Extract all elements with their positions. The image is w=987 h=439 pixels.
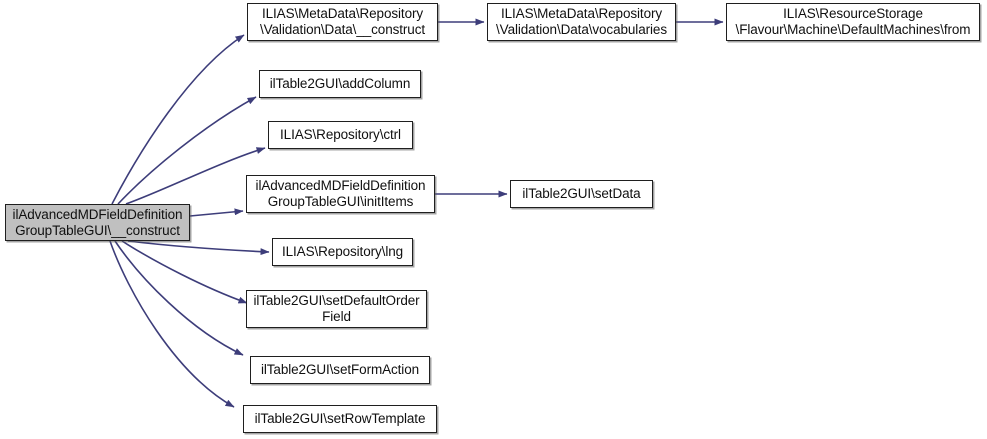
edge-root-to-set_default_order_field [121,240,248,304]
graph-node-label: ilTable2GUI\setRowTemplate [254,411,426,426]
edge-root-to-set_row_template [109,240,235,408]
edge-root-to-validation_construct [111,34,245,205]
graph-node-label: ilTable2GUI\addColumn [269,76,411,91]
graph-node-default_machines_from[interactable]: ILIAS\ResourceStorage \Flavour\Machine\D… [726,3,980,41]
graph-node-label: ilTable2GUI\setDefaultOrder Field [253,293,420,324]
graph-node-set_data[interactable]: ilTable2GUI\setData [510,180,653,208]
graph-node-root: ilAdvancedMDFieldDefinition GroupTableGU… [5,204,190,241]
graph-node-lng[interactable]: ILIAS\Repository\lng [272,238,413,266]
graph-node-label: ilTable2GUI\setData [522,186,641,201]
graph-node-set_form_action[interactable]: ilTable2GUI\setFormAction [250,356,430,384]
graph-node-label: ILIAS\MetaData\Repository \Validation\Da… [496,6,667,37]
edge-root-to-ctrl [125,147,266,205]
edge-root-to-init_items [189,208,244,217]
edge-root-to-set_form_action [114,240,244,356]
graph-node-label: ilTable2GUI\setFormAction [260,362,420,377]
graph-node-label: ILIAS\MetaData\Repository \Validation\Da… [259,6,426,37]
graph-node-vocabularies[interactable]: ILIAS\MetaData\Repository \Validation\Da… [487,3,676,41]
edge-root-to-lng [127,240,270,256]
graph-node-add_column[interactable]: ilTable2GUI\addColumn [259,70,421,98]
graph-node-label: ilAdvancedMDFieldDefinition GroupTableGU… [255,178,426,209]
graph-node-ctrl[interactable]: ILIAS\Repository\ctrl [268,121,413,149]
graph-node-label: ilAdvancedMDFieldDefinition GroupTableGU… [12,206,183,238]
edge-root-to-add_column [117,96,257,205]
graph-node-validation_construct[interactable]: ILIAS\MetaData\Repository \Validation\Da… [247,3,438,41]
graph-node-init_items[interactable]: ilAdvancedMDFieldDefinition GroupTableGU… [246,175,435,213]
graph-node-set_row_template[interactable]: ilTable2GUI\setRowTemplate [243,405,437,433]
graph-node-set_default_order_field[interactable]: ilTable2GUI\setDefaultOrder Field [246,290,427,328]
graph-node-label: ILIAS\Repository\lng [281,244,404,259]
graph-node-label: ILIAS\ResourceStorage \Flavour\Machine\D… [735,6,971,37]
graph-node-label: ILIAS\Repository\ctrl [280,127,401,142]
